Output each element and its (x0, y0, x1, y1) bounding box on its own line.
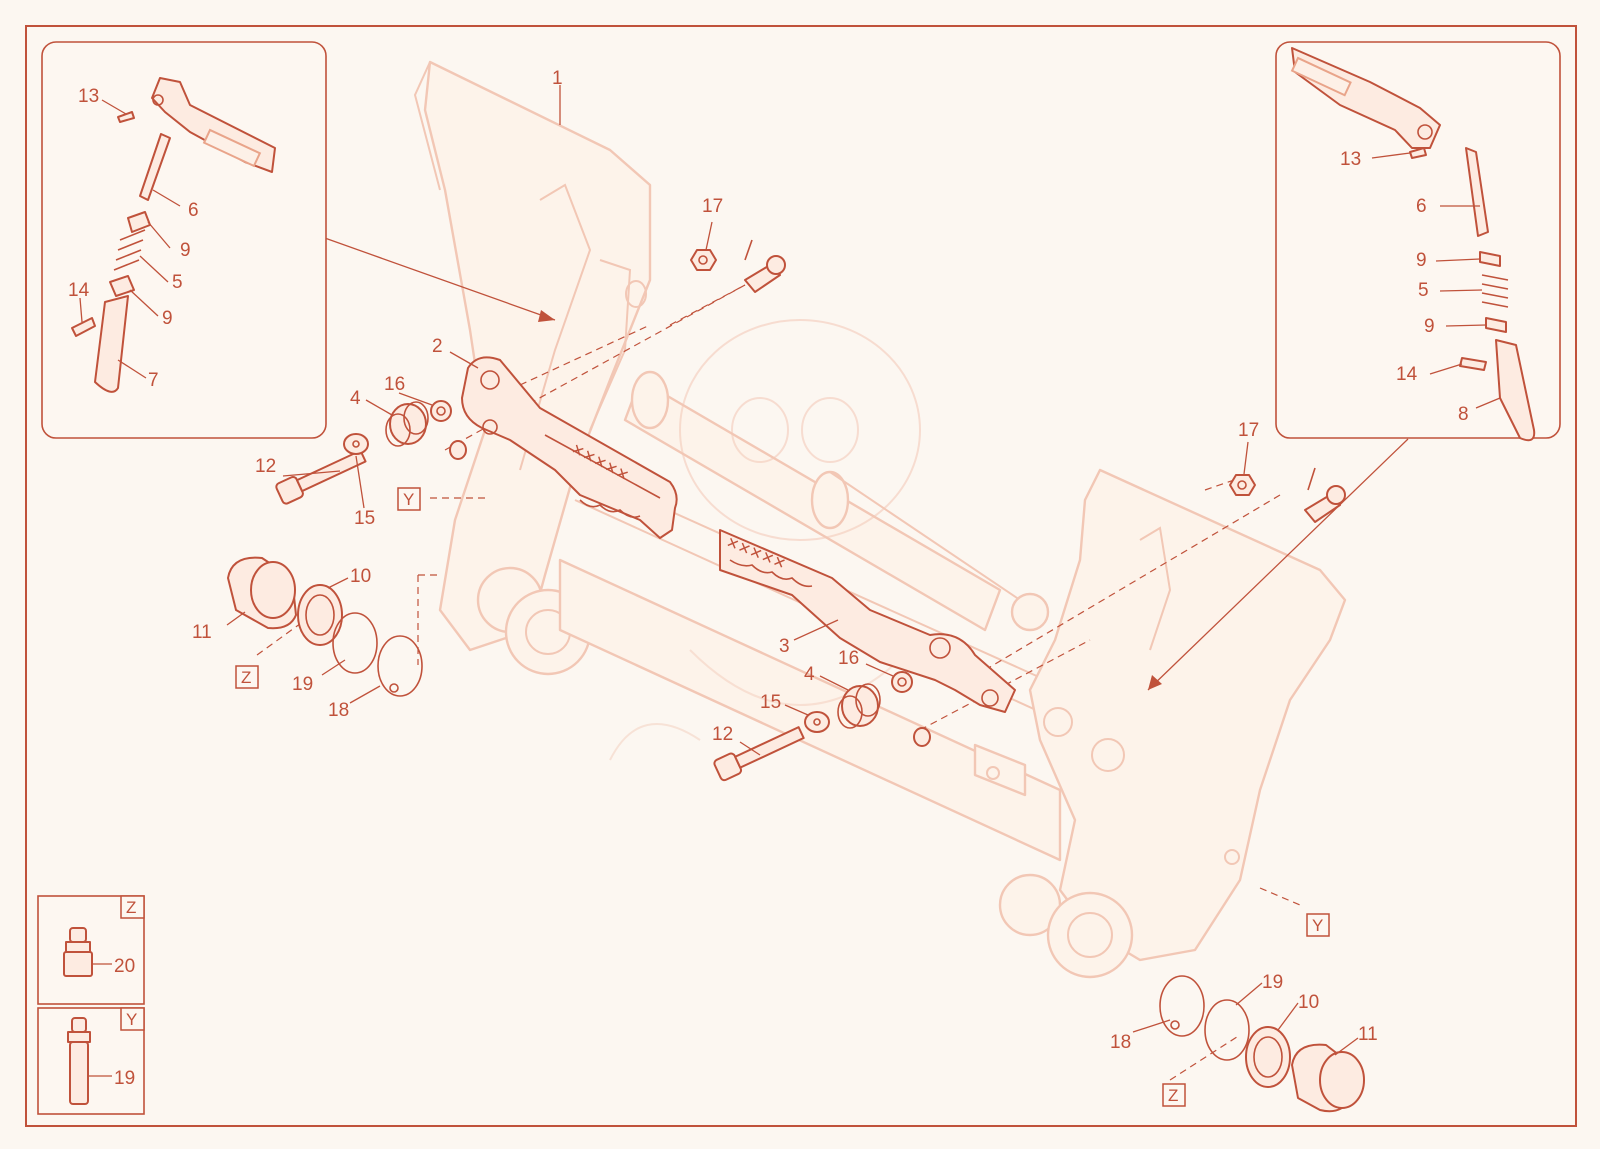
latch-assembly-right (1290, 47, 1536, 442)
callout-16-upper: 16 (384, 374, 405, 395)
callout-12-lower: 12 (712, 724, 733, 745)
callout-10-left: 10 (350, 566, 371, 587)
callout-19-right: 19 (1262, 972, 1283, 993)
callout-4-upper: 4 (350, 388, 361, 409)
callout-17-upper: 17 (702, 196, 723, 217)
callout-17-lower: 17 (1238, 420, 1259, 441)
arrow-right-detail (1147, 438, 1409, 691)
callout-13-right: 13 (1340, 149, 1361, 170)
callout-labels: 1 2 3 4 4 16 16 17 17 12 12 15 15 10 10 … (68, 68, 1469, 1089)
callout-11-left: 11 (192, 622, 212, 643)
callout-14-left: 14 (68, 280, 90, 301)
callout-1: 1 (552, 68, 563, 89)
callout-3: 3 (779, 636, 790, 657)
callout-10-right: 10 (1298, 992, 1319, 1013)
outer-border (25, 25, 1577, 1127)
callout-15-lower: 15 (760, 692, 781, 713)
frame-ghost (413, 60, 1347, 979)
callout-18-left: 18 (328, 700, 349, 721)
letter-labels: Y Y Z Z Z Y (126, 490, 1323, 1105)
handle-lower: ✕✕✕✕✕ (719, 529, 1016, 713)
callout-13-left: 13 (78, 86, 99, 107)
letter-detail-z: Z (126, 898, 136, 917)
callout-20: 20 (114, 956, 135, 977)
callout-6-left: 6 (188, 200, 199, 221)
bushing-set-right (1159, 975, 1365, 1113)
callout-9-left-a: 9 (180, 240, 191, 261)
callout-9-right-b: 9 (1424, 316, 1435, 337)
grease-nipple-19 (67, 1017, 91, 1105)
detail-panel-right (1275, 41, 1561, 439)
parts-upper (275, 239, 786, 505)
callout-2: 2 (432, 336, 443, 357)
callout-16-lower: 16 (838, 648, 859, 669)
letter-z-right: Z (1168, 1086, 1178, 1105)
callout-8: 8 (1458, 404, 1469, 425)
letter-z-left: Z (241, 668, 251, 687)
callout-5-left: 5 (172, 272, 183, 293)
bushing-set-left (227, 556, 423, 697)
callout-12-upper: 12 (255, 456, 276, 477)
callout-6-right: 6 (1416, 196, 1427, 217)
letter-detail-y: Y (126, 1010, 137, 1029)
callout-14-right: 14 (1396, 364, 1418, 385)
callout-5-right: 5 (1418, 280, 1429, 301)
handle-upper: ✕✕✕✕✕ (461, 356, 678, 539)
arrow-left-detail (321, 236, 556, 321)
letter-y-right: Y (1312, 916, 1323, 935)
callout-19-left: 19 (292, 674, 313, 695)
callout-9-right-a: 9 (1416, 250, 1427, 271)
latch-assembly-left (71, 77, 276, 393)
callout-4-lower: 4 (804, 664, 815, 685)
callout-leaders (79, 85, 1501, 1077)
callout-18-right: 18 (1110, 1032, 1131, 1053)
grease-nipple-20 (63, 927, 93, 977)
detail-box-y (37, 1007, 145, 1115)
callout-19-detail: 19 (114, 1068, 135, 1089)
callout-15-upper: 15 (354, 508, 375, 529)
callout-9-left-b: 9 (162, 308, 173, 329)
callout-11-right: 11 (1358, 1024, 1378, 1045)
callout-7: 7 (148, 370, 159, 391)
letter-y-left: Y (403, 490, 414, 509)
parts-lower (713, 467, 1346, 782)
